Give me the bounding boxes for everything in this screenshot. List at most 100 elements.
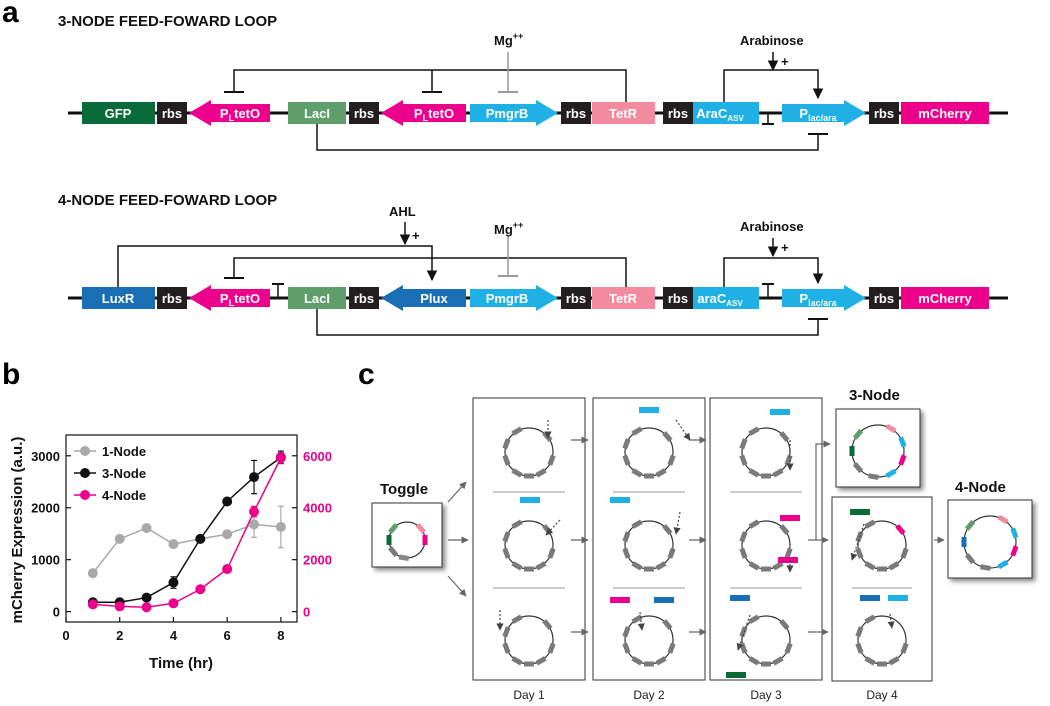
plasmid-day2-row2	[622, 519, 676, 572]
rbs-4n-label-1: rbs	[162, 291, 182, 306]
gfp-label: GFP	[105, 106, 132, 121]
rbs-2	[349, 102, 379, 124]
panel-c-workflow: Day 1 Day 2 Day 3 Day 4 Toggle 3-Node 4-…	[371, 387, 1033, 702]
plus-2: +	[781, 240, 789, 255]
tetr-label: TetR	[609, 106, 638, 121]
rbs-1	[157, 102, 187, 124]
mg-label-2: Mg++	[494, 220, 523, 237]
rbs-4n-label-5: rbs	[874, 291, 894, 306]
circuit-3node: GFP rbs PLtetO LacI rbs PLtetO PmgrB rbs…	[68, 31, 1008, 151]
plasmid-toggle	[386, 521, 428, 562]
y-left-tick-label: 2000	[31, 501, 60, 516]
recombination-arrow	[673, 511, 681, 535]
title-3node: 3-NODE FEED-FOWARD LOOP	[58, 13, 277, 30]
pltet-promoter-4n	[189, 285, 270, 311]
laci-gene-4n	[288, 287, 346, 309]
rbs-4n-2	[349, 287, 379, 309]
rbs-4n-5	[869, 287, 899, 309]
data-point-4-Node	[141, 602, 152, 613]
laci-label-4n: LacI	[304, 291, 330, 306]
plac-ara-promoter-4n	[782, 285, 866, 311]
rbs-label-1: rbs	[162, 106, 182, 121]
rbs-label-3: rbs	[566, 106, 586, 121]
x-tick-label: 8	[277, 628, 284, 643]
dna-fragment	[888, 595, 908, 601]
data-point-4-Node	[249, 506, 260, 517]
data-point-3-Node	[249, 472, 260, 483]
luxr-label: LuxR	[102, 291, 135, 306]
dna-fragment	[610, 597, 630, 603]
rbs-4	[663, 102, 693, 124]
data-point-4-Node	[195, 584, 206, 595]
pltet-label-4n: PLtetO	[220, 291, 260, 308]
rbs-4n-label-4: rbs	[668, 291, 688, 306]
data-point-3-Node	[141, 592, 152, 603]
panel-letter-b: b	[2, 358, 20, 391]
arac-gene	[693, 102, 759, 124]
data-point-1-Node	[168, 539, 179, 550]
plux-promoter	[381, 285, 466, 311]
rbs-3	[561, 102, 591, 124]
plac-ara-label-4n: Plac/ara	[799, 291, 837, 308]
data-point-1-Node	[114, 533, 125, 544]
plasmid-day2-row3	[622, 614, 676, 667]
y-right-tick-label: 4000	[303, 501, 332, 516]
rbs-4n-3	[561, 287, 591, 309]
rbs-label-5: rbs	[874, 106, 894, 121]
day1-label: Day 1	[513, 688, 545, 702]
legend-marker	[80, 446, 90, 456]
circuit-4node: LuxR rbs PLtetO LacI rbs Plux PmgrB rbs …	[68, 204, 1008, 336]
rbs-4n-label-2: rbs	[354, 291, 374, 306]
mg-label-1: Mg++	[494, 31, 523, 48]
y-right-tick-label: 0	[303, 605, 310, 620]
plac-ara-promoter	[782, 100, 866, 126]
dna-fragment	[770, 409, 790, 415]
day2-label: Day 2	[633, 688, 665, 702]
three-node-label: 3-Node	[849, 387, 900, 404]
rbs-5	[869, 102, 899, 124]
legend-marker	[80, 490, 90, 500]
dna-fragment	[654, 597, 674, 603]
data-point-3-Node	[168, 577, 179, 588]
plus-ahl: +	[412, 228, 420, 243]
tetr-label-4n: TetR	[609, 291, 638, 306]
plasmid-day4-row2	[855, 614, 909, 667]
series-line-1-Node	[92, 523, 281, 574]
pmgrb-promoter	[470, 100, 558, 126]
arac-label-4n: araCASV	[697, 291, 743, 308]
y-right-tick-label: 6000	[303, 449, 332, 464]
arabinose-label-2: Arabinose	[740, 219, 804, 234]
pmgrb-label: PmgrB	[486, 106, 529, 121]
legend-label: 4-Node	[102, 488, 146, 503]
dna-fragment	[610, 497, 630, 503]
plot-frame	[65, 434, 298, 623]
data-point-1-Node	[275, 521, 286, 532]
panel-letter-c: c	[358, 358, 375, 391]
plasmid-day3-row3	[739, 614, 793, 667]
laci-gene	[288, 102, 346, 124]
arabinose-label-1: Arabinose	[740, 33, 804, 48]
pltet-promoter-2	[381, 100, 466, 126]
y-left-tick-label: 3000	[31, 449, 60, 464]
day4-box	[831, 496, 933, 682]
luxr-gene	[82, 287, 155, 309]
day3-box	[709, 397, 823, 681]
rbs-4n-label-3: rbs	[566, 291, 586, 306]
plasmid-day2-row1	[622, 426, 676, 479]
dna-fragment	[860, 595, 880, 601]
data-point-1-Node	[141, 522, 152, 533]
plasmid-day1-row3	[502, 614, 556, 667]
rbs-4n-1	[157, 287, 187, 309]
panel-letter-a: a	[2, 0, 19, 29]
recombination-arrow	[637, 611, 645, 631]
tetr-gene-4n	[592, 287, 655, 309]
legend-marker	[80, 468, 90, 478]
mcherry-label-4n: mCherry	[918, 291, 972, 306]
data-point-1-Node	[87, 568, 98, 579]
x-tick-label: 0	[62, 628, 69, 643]
mcherry-gene-4n	[901, 287, 989, 309]
day1-box	[472, 397, 586, 681]
gfp-gene	[82, 102, 155, 124]
pltet-label-2: PLtetO	[414, 106, 454, 123]
